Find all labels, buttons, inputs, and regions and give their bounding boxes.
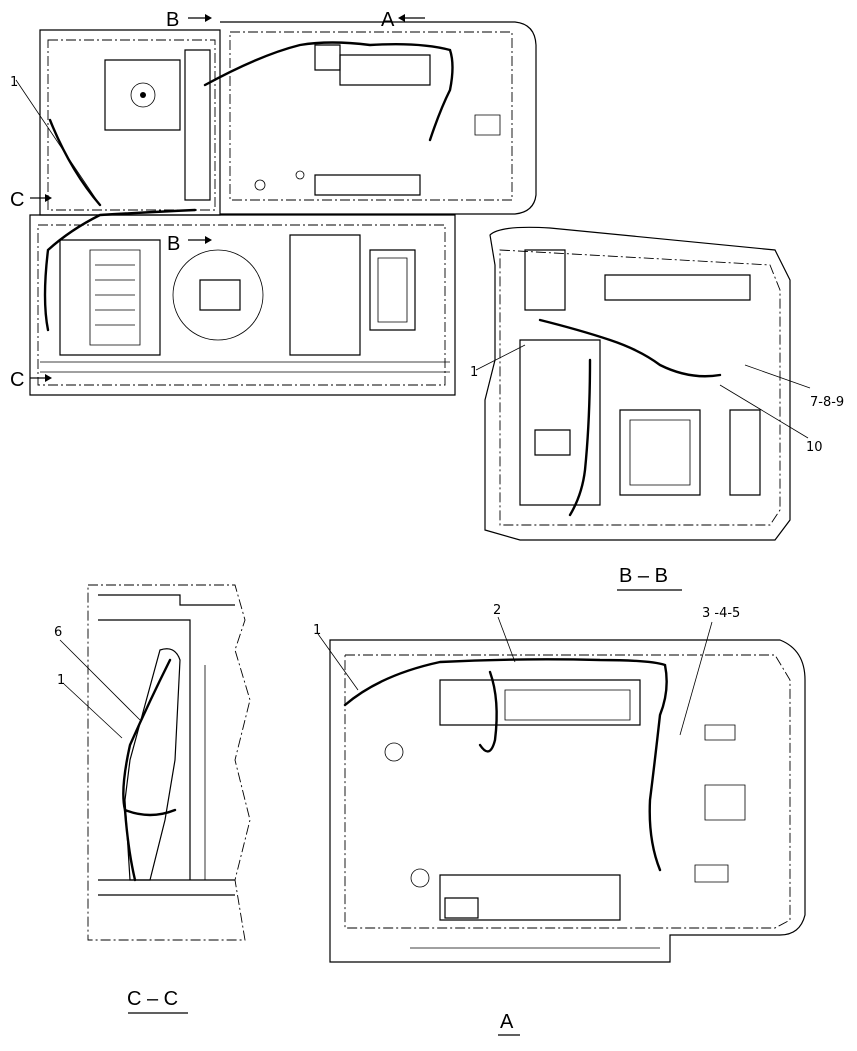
section-title-a: A [500,1011,514,1033]
callout-cc-1: 1 [57,673,65,688]
section-title-cc: C – C [127,988,178,1010]
section-marker-b-mid: B [167,233,180,255]
callout-cc-6: 6 [54,625,62,640]
main-overview-view [15,14,537,396]
callout-a-1: 1 [313,623,321,638]
section-title-bb: B – B [619,565,668,587]
section-bb-view [475,226,811,541]
callout-a-2: 2 [493,603,501,618]
section-marker-b-top: B [166,9,179,31]
callout-bb-7-8-9: 7-8-9 [810,395,844,410]
section-marker-c-upper: C [10,189,24,211]
section-cc-view [59,584,251,941]
callout-bb-10: 10 [806,440,823,455]
callout-a-3-4-5: 3 -4-5 [702,606,740,621]
callout-main-1: 1 [10,75,18,90]
section-marker-c-lower: C [10,369,24,391]
callout-bb-1: 1 [470,365,478,380]
view-a [317,616,806,963]
section-marker-a-top: A [381,9,395,31]
